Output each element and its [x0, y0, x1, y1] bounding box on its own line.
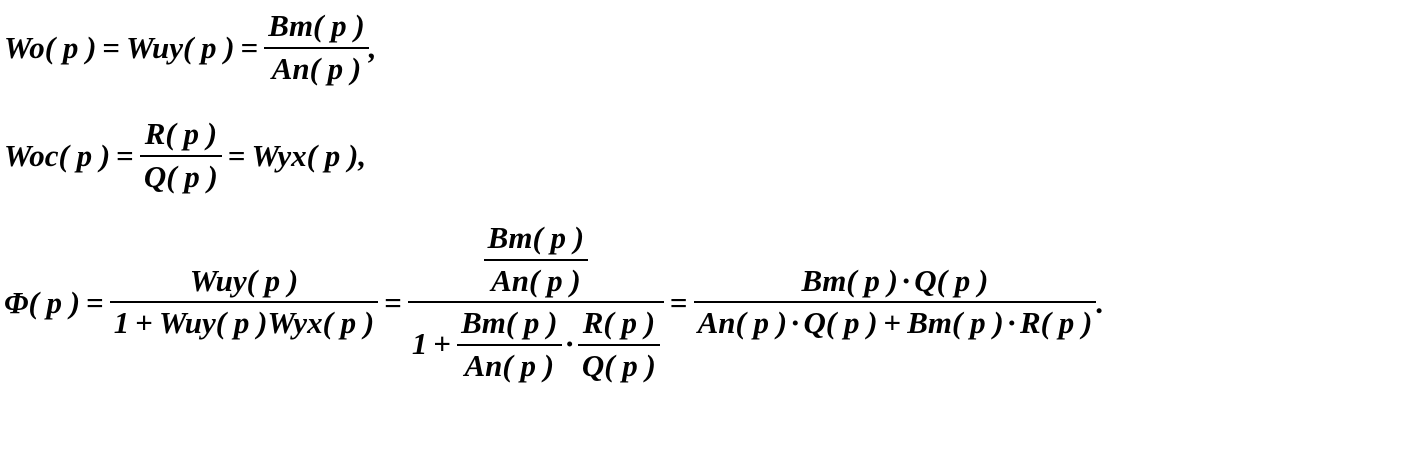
eq3-f3-bar: [693, 301, 1097, 304]
eq3-f3-numerator: Bm( p ) · Q( p ): [798, 262, 993, 302]
eq1-fraction-bar: [264, 46, 369, 49]
eq1-equals-1: =: [102, 30, 121, 66]
eq3-f3-den-d: R( p ): [1019, 305, 1093, 341]
eq1-denominator: An( p ): [271, 50, 362, 86]
eq3-equals-1: =: [86, 284, 104, 320]
eq3-f2-den-fraction-a: Bm( p ) An( p ): [457, 305, 562, 383]
eq1-lhs-wuy: Wuy( p ): [126, 30, 235, 66]
eq3-f3-den-dot2: ·: [1006, 305, 1017, 341]
eq3-f1-plus: +: [135, 305, 153, 341]
eq3-f3-num-dot: ·: [900, 262, 912, 298]
eq2-numerator: R( p ): [144, 116, 218, 151]
eq2-fraction: R( p ) Q( p ): [139, 116, 222, 194]
eq3-fraction-2: Bm( p ) An( p ) 1 + Bm( p ) An( p ) · R(…: [407, 220, 664, 382]
equation-2: Woc( p ) = R( p ) Q( p ) = Wyx( p ),: [4, 116, 367, 194]
eq3-fraction-1: Wuy( p ) 1 + Wuy( p )Wyx( p ): [109, 262, 379, 340]
eq3-f2-a-den: An( p ): [464, 347, 555, 383]
eq2-equals-2: =: [227, 138, 246, 174]
eq3-f2-one: 1: [411, 326, 428, 362]
eq3-f3-den-plus: +: [883, 305, 902, 341]
eq2-equals-1: =: [116, 138, 134, 174]
eq3-f2-inner-bar: [483, 258, 589, 261]
eq1-equals-2: =: [240, 30, 259, 66]
eq3-f2-b-num: R( p ): [582, 305, 656, 341]
eq2-rhs-wyx: Wyx( p ),: [251, 138, 367, 174]
eq3-f2-inner-den: An( p ): [491, 262, 581, 298]
eq3-lhs-phi: Φ( p ): [4, 284, 81, 320]
eq1-lhs-wo: Wo( p ): [4, 30, 97, 66]
eq3-f2-den-fraction-b: R( p ) Q( p ): [577, 305, 660, 383]
eq3-f2-b-den: Q( p ): [581, 347, 656, 383]
eq3-f3-den-dot1: ·: [790, 305, 801, 341]
eq3-f2-a-bar: [457, 343, 562, 346]
eq3-f3-num-b: Q( p ): [914, 262, 989, 298]
eq1-comma: ,: [368, 30, 377, 66]
eq3-f2-numerator: Bm( p ) An( p ): [480, 220, 592, 301]
eq3-fraction-3: Bm( p ) · Q( p ) An( p ) · Q( p ) + Bm( …: [693, 262, 1097, 340]
eq3-f1-numerator: Wuy( p ): [189, 262, 299, 298]
eq3-f2-inner-num: Bm( p ): [487, 220, 585, 255]
eq2-denominator: Q( p ): [143, 158, 218, 194]
equation-1: Wo( p ) = Wuy( p ) = Bm( p ) An( p ) ,: [4, 8, 377, 86]
eq2-lhs-woc: Woc( p ): [4, 138, 111, 174]
eq3-equals-3: =: [669, 284, 688, 320]
eq1-numerator: Bm( p ): [268, 8, 365, 43]
eq3-f2-b-bar: [577, 343, 660, 346]
eq2-fraction-bar: [139, 154, 222, 157]
eq1-fraction: Bm( p ) An( p ): [264, 8, 369, 86]
eq3-f2-a-num: Bm( p ): [461, 305, 558, 341]
eq3-f3-denominator: An( p ) · Q( p ) + Bm( p ) · R( p ): [694, 303, 1097, 340]
eq3-period: .: [1096, 284, 1105, 320]
eq3-f2-bar: [407, 301, 664, 304]
eq3-f2-denominator: 1 + Bm( p ) An( p ) · R( p ) Q( p ): [408, 303, 664, 382]
eq3-f1-bar: [109, 301, 379, 304]
eq3-f3-den-c: Bm( p ): [907, 305, 1004, 341]
eq3-equals-2: =: [384, 284, 402, 320]
eq3-f1-denominator: 1 + Wuy( p )Wyx( p ): [110, 303, 378, 340]
eq3-f2-dot: ·: [564, 326, 575, 362]
eq3-f1-product: Wuy( p )Wyx( p ): [158, 305, 375, 341]
eq3-f3-den-a: An( p ): [697, 305, 788, 341]
eq3-f1-one: 1: [113, 305, 130, 341]
equation-3: Φ( p ) = Wuy( p ) 1 + Wuy( p )Wyx( p ) =…: [4, 220, 1105, 382]
eq3-f3-num-a: Bm( p ): [801, 262, 898, 298]
eq3-f3-den-b: Q( p ): [803, 305, 878, 341]
eq3-f2-inner-fraction: Bm( p ) An( p ): [483, 220, 589, 298]
eq3-f2-plus: +: [433, 326, 452, 362]
